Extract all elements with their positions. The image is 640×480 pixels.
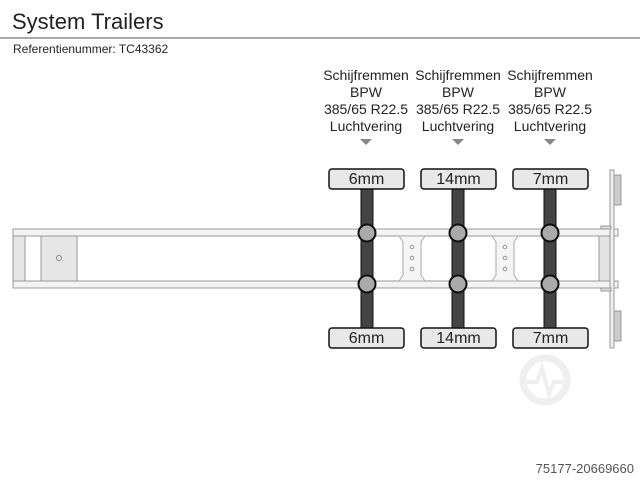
- axle-1-make: BPW: [350, 84, 382, 100]
- listing-id: 75177-20669660: [535, 461, 634, 476]
- axle-2-tyre-size: 385/65 R22.5: [415, 101, 501, 117]
- axle-1: [357, 187, 377, 329]
- triangle-down-icon: [360, 139, 372, 145]
- axle-2-label: Schijfremmen BPW 385/65 R22.5 Luchtverin…: [411, 67, 505, 135]
- axle-1-tread-top: 6mm: [348, 171, 385, 188]
- axle-1-label: Schijfremmen BPW 385/65 R22.5 Luchtverin…: [319, 67, 413, 135]
- axle-2-brake: Schijfremmen: [415, 67, 501, 83]
- axle-1-tread-bottom: 6mm: [348, 330, 385, 347]
- axle-1-tyre-size: 385/65 R22.5: [323, 101, 409, 117]
- axle-3-brake: Schijfremmen: [507, 67, 593, 83]
- axle-2-suspension: Luchtvering: [421, 118, 495, 134]
- gear-wave-logo-icon: [519, 354, 571, 406]
- triangle-down-icon: [544, 139, 556, 145]
- axle-3-suspension: Luchtvering: [513, 118, 587, 134]
- chassis-frame: [12, 228, 619, 289]
- axle-3-tread-bottom: 7mm: [532, 330, 569, 347]
- rear-bumper: [598, 169, 622, 349]
- axle-2-tread-bottom: 14mm: [436, 330, 481, 347]
- axle-3-tyre-size: 385/65 R22.5: [507, 101, 593, 117]
- axle-2-make: BPW: [442, 84, 474, 100]
- triangle-down-icon: [452, 139, 464, 145]
- axle-2: [448, 187, 468, 329]
- axle-3-label: Schijfremmen BPW 385/65 R22.5 Luchtverin…: [503, 67, 597, 135]
- cross-member: [398, 235, 519, 282]
- axle-1-suspension: Luchtvering: [329, 118, 403, 134]
- reference-number: Referentienummer: TC43362: [13, 42, 169, 56]
- page-title: System Trailers: [12, 9, 164, 34]
- axle-3: [540, 187, 560, 329]
- axle-3-make: BPW: [534, 84, 566, 100]
- tyre-boxes: [328, 168, 589, 349]
- title-divider: [0, 37, 640, 39]
- axle-3-tread-top: 7mm: [532, 171, 569, 188]
- axle-2-tread-top: 14mm: [436, 171, 481, 188]
- axle-1-brake: Schijfremmen: [323, 67, 409, 83]
